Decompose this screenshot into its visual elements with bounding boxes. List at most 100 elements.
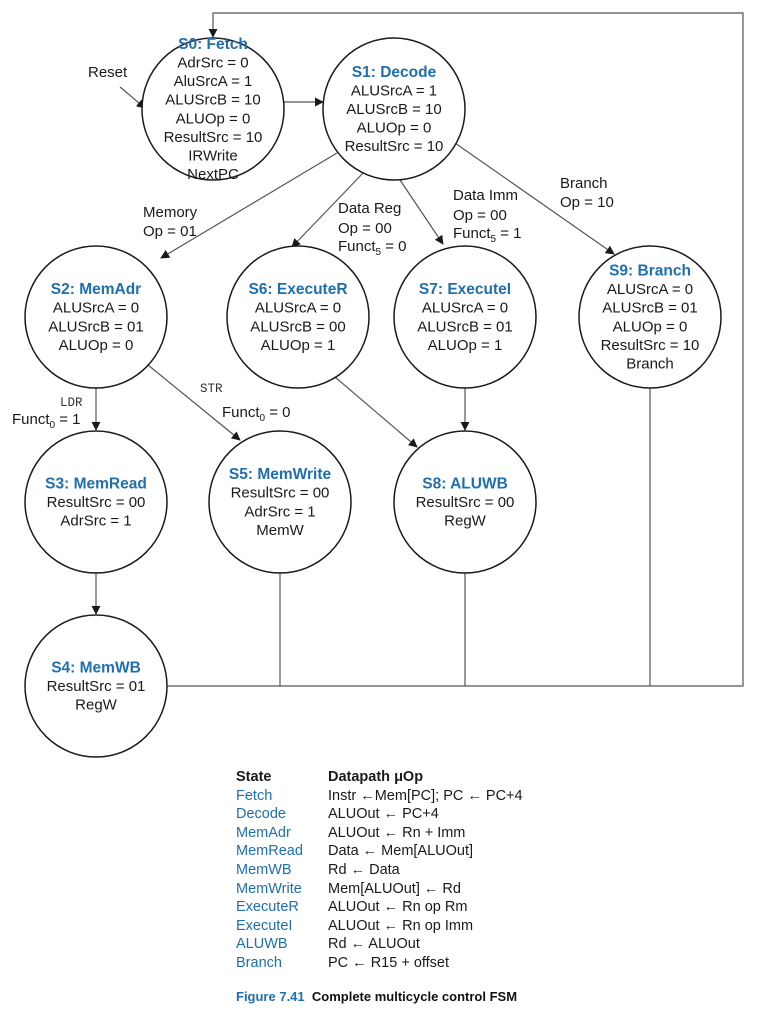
- state-output: AdrSrc = 1: [60, 513, 131, 530]
- state-circle: [578, 245, 722, 389]
- label-memory: Memory: [143, 204, 198, 221]
- label-str: STR: [200, 382, 223, 396]
- state-output: ResultSrc = 10: [601, 337, 700, 354]
- row-uop: Instr ←Mem[PC]; PC ← PC+4: [328, 787, 523, 804]
- label-data-reg: Data Reg: [338, 200, 401, 217]
- label-data-imm-funct: Funct5 = 1: [453, 225, 522, 245]
- reset-arrow: [119, 86, 146, 109]
- label-branch: Branch: [560, 175, 608, 192]
- state-output: ALUSrcA = 0: [607, 281, 693, 298]
- state-output: AdrSrc = 1: [244, 503, 315, 520]
- state-output: ResultSrc = 00: [231, 485, 330, 502]
- arrow-s1-s2: [160, 152, 338, 259]
- label-data-reg-op: Op = 00: [338, 220, 392, 237]
- row-state: Decode: [236, 806, 286, 823]
- state-output: ALUOp = 0: [59, 337, 134, 354]
- state-output: ALUOp = 0: [357, 120, 432, 137]
- state-output: ALUSrcA = 0: [53, 300, 139, 317]
- label-memory-op: Op = 01: [143, 223, 197, 240]
- state-title: S3: MemRead: [45, 475, 147, 492]
- label-branch-op: Op = 10: [560, 194, 614, 211]
- state-circle: [24, 614, 168, 758]
- row-state: ExecuteI: [236, 917, 293, 934]
- state-output: ResultSrc = 01: [47, 678, 146, 695]
- table-header-row: State Datapath μOp: [236, 768, 523, 787]
- arrow-return-to-s0: [167, 12, 744, 687]
- header-op: Datapath μOp: [328, 769, 424, 785]
- state-title: S7: ExecuteI: [419, 281, 511, 298]
- state-output: ALUOp = 1: [428, 337, 503, 354]
- state-title: S4: MemWB: [51, 659, 141, 676]
- state-circle: [322, 37, 466, 181]
- label-ldr: LDR: [60, 396, 83, 410]
- table-row: MemWB Rd ← Data: [236, 861, 523, 880]
- state-output: ResultSrc = 00: [47, 494, 146, 511]
- row-state: MemWB: [236, 861, 292, 878]
- row-state: Branch: [236, 954, 282, 971]
- state-title: S2: MemAdr: [51, 281, 141, 298]
- state-output: ALUOp = 0: [176, 110, 251, 127]
- state-output: ALUSrcB = 10: [346, 101, 441, 118]
- figure-number: Figure 7.41: [236, 989, 305, 1004]
- table-row: ALUWB Rd ← ALUOut: [236, 935, 523, 954]
- state-output: RegW: [75, 697, 118, 714]
- state-output: ALUSrcB = 01: [48, 318, 143, 335]
- state-output: ALUOp = 1: [261, 337, 336, 354]
- label-reset: Reset: [88, 64, 128, 81]
- row-uop: Rd ← ALUOut: [328, 936, 420, 953]
- figure-caption: Figure 7.41 Complete multicycle control …: [236, 989, 517, 1004]
- row-state: MemRead: [236, 843, 303, 860]
- label-data-imm-op: Op = 00: [453, 207, 507, 224]
- state-output: ResultSrc = 10: [164, 129, 263, 146]
- arrow-s1-s7: [399, 179, 444, 245]
- state-output: ALUSrcB = 10: [165, 92, 260, 109]
- state-circle: [24, 430, 168, 574]
- state-output: Branch: [626, 356, 674, 373]
- row-state: Fetch: [236, 787, 273, 804]
- state-output: RegW: [444, 513, 487, 530]
- state-s8: S8: ALUWB ResultSrc = 00 RegW: [393, 430, 537, 574]
- row-state: ALUWB: [236, 936, 288, 953]
- row-state: ExecuteR: [236, 899, 299, 916]
- arrow-s6-s8: [334, 376, 418, 448]
- header-state: State: [236, 769, 272, 785]
- datapath-uop-table: State Datapath μOp Fetch Instr ←Mem[PC]; …: [236, 768, 523, 973]
- row-state: MemAdr: [236, 824, 291, 841]
- state-output: ALUOp = 0: [613, 318, 688, 335]
- transition-arrows: [91, 12, 744, 687]
- row-uop: ALUOut ← Rn op Imm: [328, 917, 474, 934]
- state-title: S8: ALUWB: [422, 475, 508, 492]
- state-output: IRWrite: [188, 148, 237, 165]
- state-output: ResultSrc = 00: [416, 494, 515, 511]
- table-row: ExecuteR ALUOut ← Rn op Rm: [236, 898, 523, 917]
- row-uop: ALUOut ← Rn op Rm: [328, 899, 468, 916]
- state-output: ALUSrcB = 00: [250, 318, 345, 335]
- state-output: NextPC: [187, 166, 239, 183]
- state-title: S6: ExecuteR: [248, 281, 347, 298]
- state-output: ALUSrcB = 01: [417, 318, 512, 335]
- table-row: Fetch Instr ←Mem[PC]; PC ← PC+4: [236, 787, 523, 806]
- state-title: S9: Branch: [609, 263, 691, 280]
- label-data-reg-funct: Funct5 = 0: [338, 238, 407, 258]
- state-title: S5: MemWrite: [229, 466, 332, 483]
- row-uop: ALUOut ← PC+4: [328, 806, 439, 823]
- row-state: MemWrite: [236, 880, 302, 897]
- arrow-s1-s6: [291, 170, 366, 248]
- row-uop: Rd ← Data: [328, 861, 400, 878]
- state-circle: [393, 430, 537, 574]
- label-str-funct: Funct0 = 0: [222, 404, 291, 424]
- row-uop: PC ← R15 + offset: [328, 954, 450, 971]
